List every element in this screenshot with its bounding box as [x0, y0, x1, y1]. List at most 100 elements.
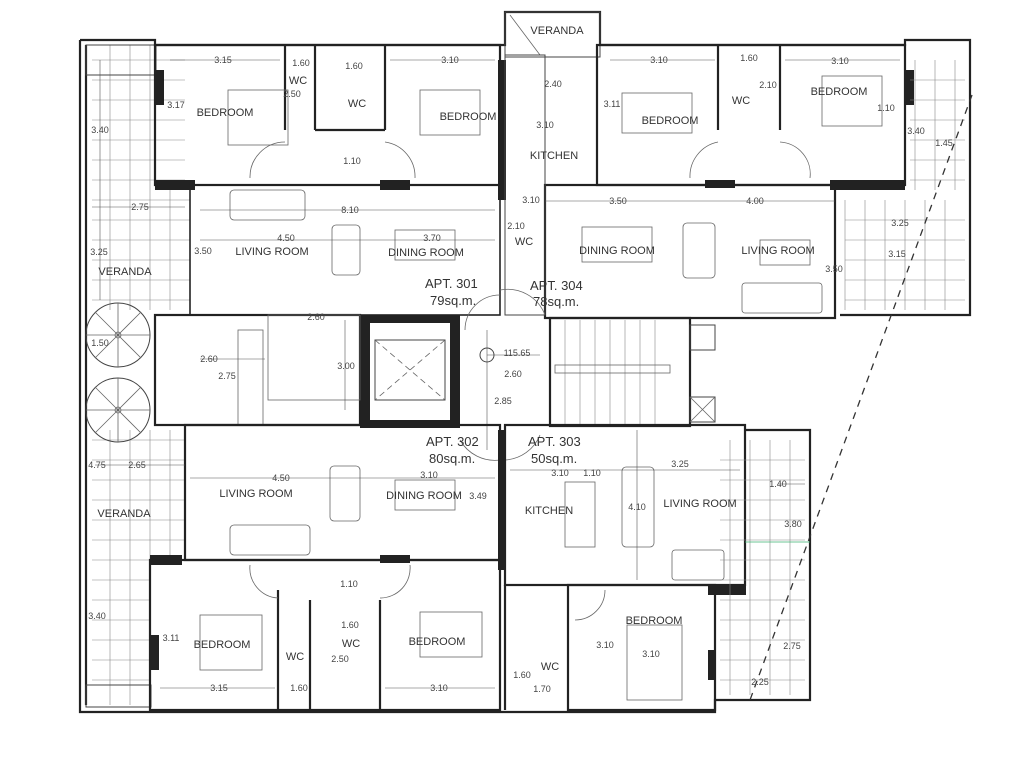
apt-303-name: APT. 303	[528, 434, 581, 449]
dimension-label: 1.10	[877, 103, 895, 113]
dimension-label: 1.60	[292, 58, 310, 68]
dimension-label: 2.75	[131, 202, 149, 212]
elevation-mark: 115.65	[504, 348, 531, 358]
dimension-label: 3.25	[891, 218, 909, 228]
dimension-label: 1.60	[345, 61, 363, 71]
room-label: LIVING ROOM	[219, 488, 292, 500]
dimension-label: 3.10	[430, 683, 448, 693]
dimension-label: 3.10	[522, 195, 540, 205]
dimension-label: 3.11	[604, 99, 621, 109]
dimension-label: 1.45	[935, 138, 953, 148]
apt-301-walls	[153, 43, 506, 316]
dimension-label: 2.10	[507, 221, 525, 231]
dimension-label: 1.40	[769, 479, 787, 489]
dimension-label: 3.10	[642, 649, 660, 659]
apartment-labels: APT. 301 79sq.m. APT. 304 78sq.m. APT. 3…	[425, 276, 583, 466]
dimension-label: 2.75	[783, 641, 801, 651]
dimension-label: 3.70	[423, 233, 441, 243]
dimension-label: 3.11	[163, 633, 180, 643]
room-label: WC	[286, 651, 304, 663]
dimension-label: 3.40	[91, 125, 109, 135]
spiral-stairs	[85, 302, 151, 443]
room-label: BEDROOM	[642, 115, 699, 127]
dimension-label: 2.60	[200, 354, 218, 364]
room-label: WC	[541, 661, 559, 673]
dimension-label: 3.50	[609, 196, 627, 206]
dimension-label: 3.25	[671, 459, 689, 469]
apt-303-walls	[503, 423, 810, 712]
dimension-label: 3.10	[650, 55, 668, 65]
veranda-tiles-left	[85, 44, 190, 708]
apt-304-area: 78sq.m.	[533, 294, 579, 309]
dimension-label: 4.75	[88, 460, 106, 470]
dimension-label: 3.10	[831, 56, 849, 66]
dimension-label: 3.15	[888, 249, 906, 259]
dimension-label: 3.17	[167, 100, 185, 110]
dimension-label: 3.10	[596, 640, 614, 650]
apt-302-area: 80sq.m.	[429, 451, 475, 466]
room-label: WC	[348, 98, 366, 110]
room-label: KITCHEN	[530, 150, 578, 162]
room-label: KITCHEN	[525, 505, 573, 517]
dimension-label: 3.80	[784, 519, 802, 529]
dimension-label: 4.10	[628, 502, 646, 512]
dimension-label: 2.60	[307, 312, 325, 322]
dimension-label: 1.60	[513, 670, 531, 680]
room-label: DINING ROOM	[388, 247, 464, 259]
room-label: BEDROOM	[194, 639, 251, 651]
dimension-label: 3.50	[825, 264, 843, 274]
dimension-label: 3.15	[214, 55, 232, 65]
room-label: BEDROOM	[409, 636, 466, 648]
dimension-label: 1.10	[583, 468, 601, 478]
dimension-label: 2.25	[751, 677, 769, 687]
room-label: LIVING ROOM	[235, 246, 308, 258]
room-label: VERANDA	[530, 25, 584, 37]
boundary-dashed-line	[749, 94, 973, 701]
dimension-label: 3.10	[551, 468, 569, 478]
room-label: DINING ROOM	[386, 490, 462, 502]
dimension-label: 2.10	[759, 80, 777, 90]
dimension-label: 1.60	[341, 620, 359, 630]
room-label: VERANDA	[98, 266, 152, 278]
dimension-label: 8.10	[341, 205, 359, 215]
dimension-label: 2.65	[128, 460, 146, 470]
dimension-label: 3.50	[194, 246, 212, 256]
room-label: WC	[342, 638, 360, 650]
room-label: BEDROOM	[626, 615, 683, 627]
room-label: LIVING ROOM	[663, 498, 736, 510]
dimension-label: 1.50	[91, 338, 109, 348]
dimension-lines	[92, 59, 900, 689]
dimension-label: 1.70	[533, 684, 551, 694]
dimension-label: 3.49	[469, 491, 487, 501]
dimension-label: 4.50	[277, 233, 295, 243]
dimension-label: 3.10	[536, 120, 554, 130]
dimension-label: 2.60	[504, 369, 522, 379]
room-label: BEDROOM	[440, 111, 497, 123]
room-label: BEDROOM	[811, 86, 868, 98]
apt-303-area: 50sq.m.	[531, 451, 577, 466]
dimension-label: 1.60	[740, 53, 758, 63]
dimension-label: 3.10	[420, 470, 438, 480]
dimension-label: 2.40	[544, 79, 562, 89]
dimension-label: 1.10	[340, 579, 358, 589]
dimension-label: 2.75	[218, 371, 236, 381]
dimension-label: 3.40	[907, 126, 925, 136]
apt-301-area: 79sq.m.	[430, 293, 476, 308]
room-labels: VERANDA BEDROOM WC WC BEDROOM KITCHEN BE…	[97, 25, 867, 673]
dimension-label: 3.10	[441, 55, 459, 65]
dimension-label: 2.50	[283, 89, 301, 99]
dimension-label: 4.50	[272, 473, 290, 483]
dimension-label: 2.85	[494, 396, 512, 406]
apt-304-walls	[504, 43, 965, 320]
apt-302-walls	[148, 423, 506, 712]
dimension-labels: 3.15 1.60 1.60 3.10 2.50 1.10 3.40 2.75 …	[88, 53, 953, 694]
apt-304-name: APT. 304	[530, 278, 583, 293]
dimension-label: 2.50	[331, 654, 349, 664]
dimension-label: 3.00	[337, 361, 355, 371]
dimension-label: 3.40	[88, 611, 106, 621]
room-label: WC	[515, 236, 533, 248]
dimension-label: 1.10	[343, 156, 361, 166]
dimension-label: 3.15	[210, 683, 228, 693]
apt-302-name: APT. 302	[426, 434, 479, 449]
